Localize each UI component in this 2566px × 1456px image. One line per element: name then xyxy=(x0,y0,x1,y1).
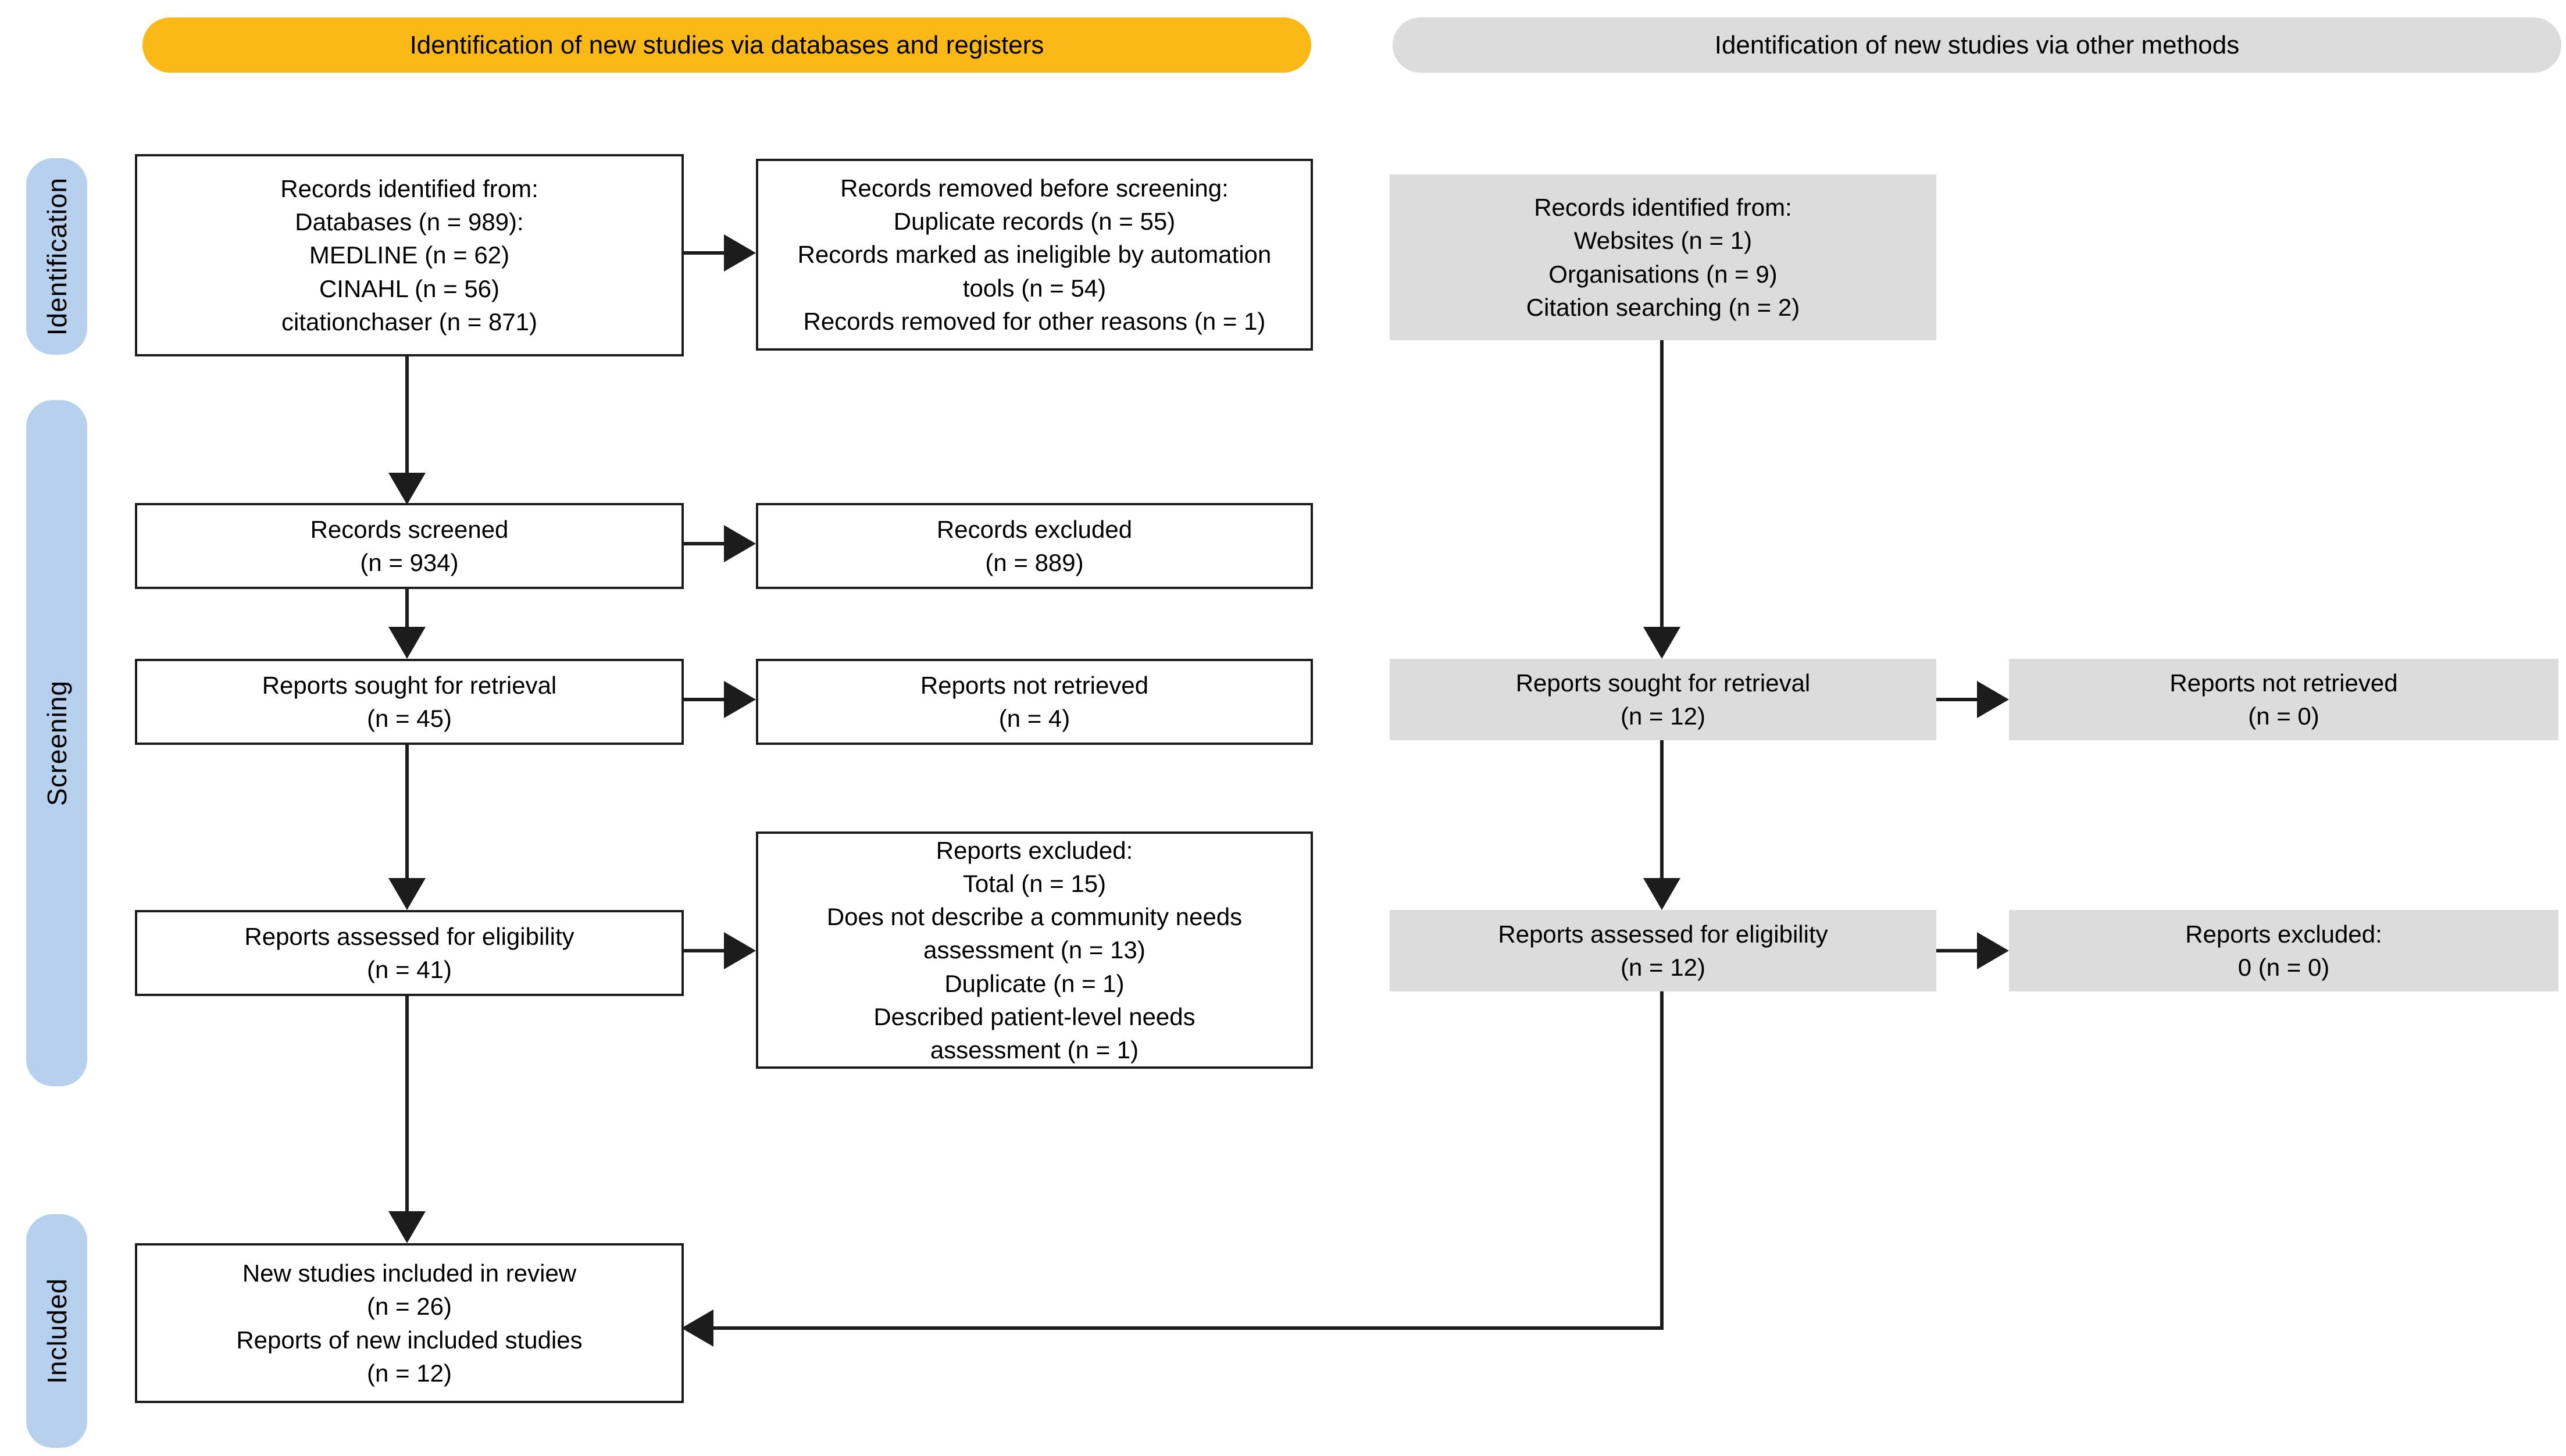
arrow-other-sought-to-assessed xyxy=(1643,740,1680,910)
arrow-other-sought-to-not-retrieved xyxy=(1936,681,2009,718)
reports-not-retrieved-other-text: Reports not retrieved (n = 0) xyxy=(2169,669,2398,730)
box-reports-excluded-other: Reports excluded: 0 (n = 0) xyxy=(2009,910,2558,991)
box-reports-assessed-other: Reports assessed for eligibility (n = 12… xyxy=(1390,910,1936,991)
box-new-studies-included: New studies included in review (n = 26) … xyxy=(135,1243,684,1403)
header-other-methods-label: Identification of new studies via other … xyxy=(1714,30,2240,59)
stage-screening-label: Screening xyxy=(41,680,72,806)
stage-bar-screening: Screening xyxy=(26,400,87,1086)
records-removed-text: Records removed before screening: Duplic… xyxy=(797,174,1272,335)
header-databases-registers-label: Identification of new studies via databa… xyxy=(409,30,1044,59)
box-records-screened: Records screened (n = 934) xyxy=(135,503,684,589)
box-records-identified-databases: Records identified from: Databases (n = … xyxy=(135,154,684,356)
reports-not-retrieved-databases-text: Reports not retrieved (n = 4) xyxy=(920,671,1149,732)
reports-assessed-databases-text: Reports assessed for eligibility (n = 41… xyxy=(244,922,574,983)
arrow-screened-to-excluded xyxy=(679,525,756,562)
header-databases-registers: Identification of new studies via databa… xyxy=(142,17,1311,73)
box-reports-not-retrieved-other: Reports not retrieved (n = 0) xyxy=(2009,659,2558,740)
box-reports-sought-other: Reports sought for retrieval (n = 12) xyxy=(1390,659,1936,740)
reports-assessed-other-text: Reports assessed for eligibility (n = 12… xyxy=(1498,920,1828,981)
records-excluded-text: Records excluded (n = 889) xyxy=(936,515,1133,576)
arrow-sought-to-assessed xyxy=(388,740,426,910)
box-records-excluded: Records excluded (n = 889) xyxy=(756,503,1313,589)
box-reports-sought-databases: Reports sought for retrieval (n = 45) xyxy=(135,659,684,745)
stage-identification-label: Identification xyxy=(41,177,72,336)
arrow-other-identified-to-sought xyxy=(1643,340,1680,659)
stage-bar-identification: Identification xyxy=(26,158,87,355)
arrow-assessed-to-reports-excluded xyxy=(679,932,756,969)
stage-bar-included: Included xyxy=(26,1214,87,1448)
box-reports-excluded-reasons: Reports excluded: Total (n = 15) Does no… xyxy=(756,832,1313,1069)
new-studies-included-text: New studies included in review (n = 26) … xyxy=(236,1259,583,1387)
stage-included-label: Included xyxy=(41,1278,72,1384)
arrow-assessed-to-included xyxy=(388,991,426,1243)
box-records-identified-other: Records identified from: Websites (n = 1… xyxy=(1390,174,1936,340)
box-records-removed-before-screening: Records removed before screening: Duplic… xyxy=(756,159,1313,351)
arrow-sought-to-not-retrieved xyxy=(679,681,756,718)
records-identified-other-text: Records identified from: Websites (n = 1… xyxy=(1526,194,1800,321)
box-reports-assessed-databases: Reports assessed for eligibility (n = 41… xyxy=(135,910,684,996)
arrow-other-assessed-to-excluded xyxy=(1936,932,2009,969)
reports-excluded-reasons-text: Reports excluded: Total (n = 15) Does no… xyxy=(826,837,1243,1064)
arrow-identified-to-screened xyxy=(388,352,426,505)
reports-sought-other-text: Reports sought for retrieval (n = 12) xyxy=(1515,669,1811,730)
reports-sought-databases-text: Reports sought for retrieval (n = 45) xyxy=(262,671,557,732)
records-screened-text: Records screened (n = 934) xyxy=(310,515,509,576)
arrow-identified-to-removed xyxy=(679,234,756,272)
records-identified-databases-text: Records identified from: Databases (n = … xyxy=(280,175,538,336)
header-other-methods: Identification of new studies via other … xyxy=(1393,17,2561,73)
box-reports-not-retrieved-databases: Reports not retrieved (n = 4) xyxy=(756,659,1313,745)
reports-excluded-other-text: Reports excluded: 0 (n = 0) xyxy=(2185,920,2382,981)
arrow-screened-to-sought xyxy=(388,584,426,659)
